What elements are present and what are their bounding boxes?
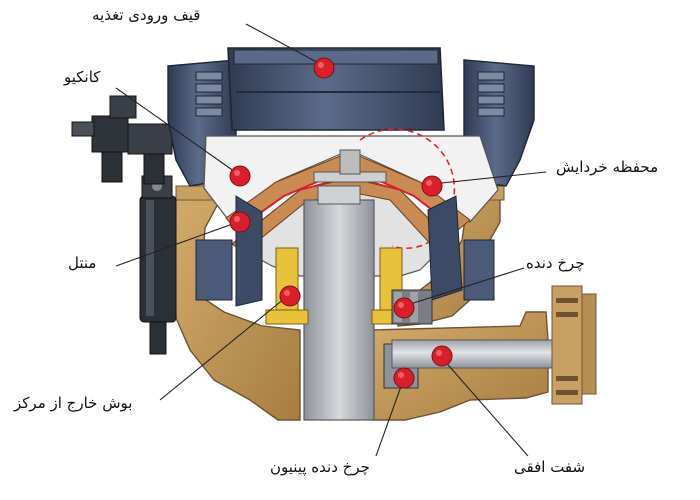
main-shaft: [303, 199, 375, 421]
countershaft: [391, 285, 597, 405]
shaft-tip: [317, 185, 361, 205]
marker-feed-hopper: [313, 57, 335, 79]
label-horizontal-shaft: شفت افقی: [514, 458, 586, 476]
feed-hopper: [227, 47, 445, 131]
marker-gear: [393, 297, 415, 319]
marker-concave: [229, 165, 251, 187]
marker-pinion-gear: [393, 367, 415, 389]
markers: [229, 57, 453, 389]
label-concave: کانکیو: [64, 68, 101, 86]
marker-crushing-chamber: [421, 175, 443, 197]
label-mantle: منتل: [68, 254, 97, 272]
marker-mantle: [229, 211, 251, 233]
label-pinion-gear: چرخ دنده پینیون: [270, 458, 370, 476]
label-eccentric-bushing: بوش خارج از مرکز: [14, 394, 133, 412]
marker-eccentric-bushing: [279, 285, 301, 307]
inner-pockets: [195, 195, 495, 307]
label-gear: چرخ دنده: [526, 254, 585, 272]
marker-horizontal-shaft: [431, 345, 453, 367]
hydraulic-cylinder: [139, 175, 177, 355]
label-feed-hopper: قیف ورودی تغذیه: [92, 6, 201, 24]
label-crushing-chamber: محفظه خردایش: [556, 158, 659, 176]
leader-lines: [115, 23, 547, 457]
marker-highlights: [234, 62, 442, 378]
